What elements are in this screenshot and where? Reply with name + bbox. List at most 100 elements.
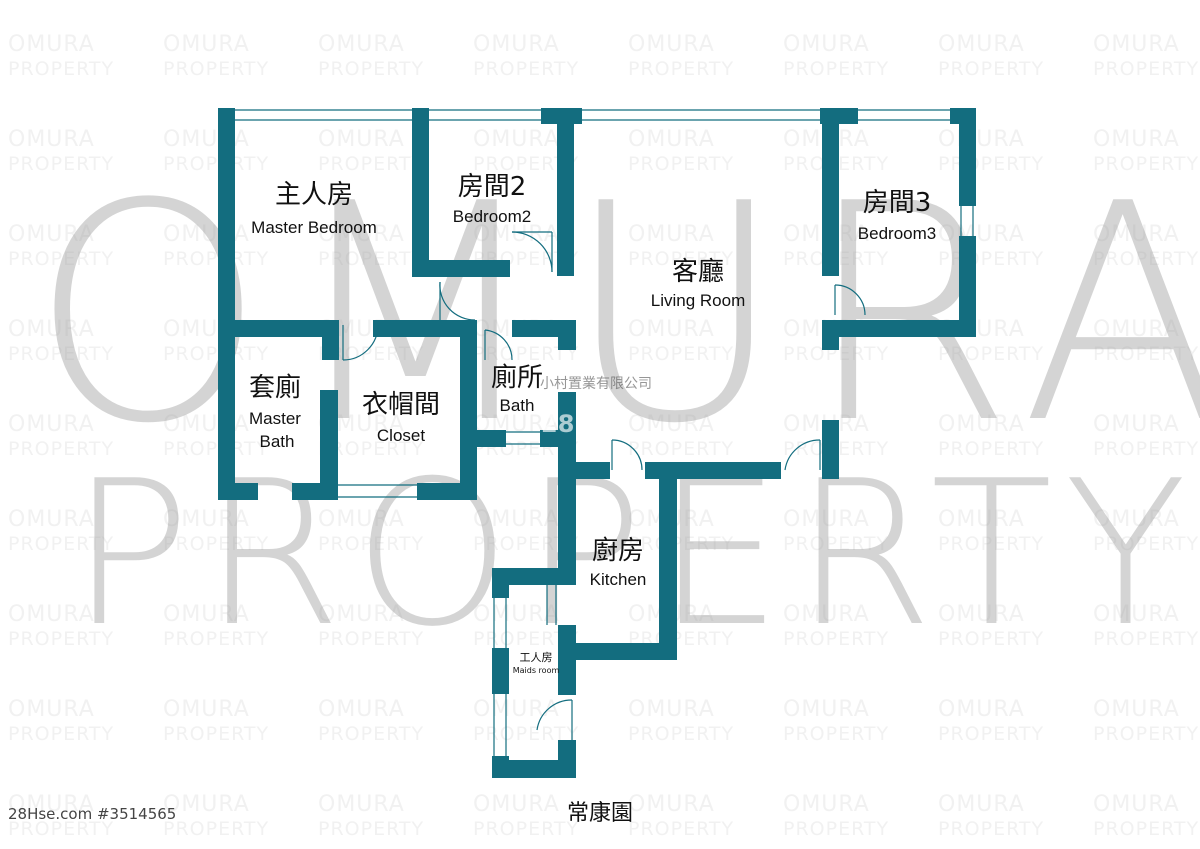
wall-kitchen-right (659, 462, 677, 657)
master-bath-zh: 套廁 (248, 373, 302, 403)
wall-bedroom2-right (557, 108, 574, 276)
wall-bath-bottom (460, 430, 506, 447)
wall-bottom-left (218, 483, 258, 500)
estate-name: 常康園 (566, 801, 634, 826)
maids-room-zh: 工人房 (519, 651, 553, 664)
wall-kitchen-top-right (645, 462, 781, 479)
bedroom3-en: Bedroom3 (857, 224, 937, 243)
wall-kitchen-bottom (558, 643, 677, 660)
wall-bottom-mid (292, 483, 338, 500)
wall-kitchen-left (558, 462, 576, 570)
wall-right-lower (959, 236, 976, 337)
wall-maids-left-top (492, 568, 509, 598)
badge-number: 28 (541, 410, 575, 438)
company-watermark: 小村置業有限公司 (540, 376, 652, 392)
closet-en: Closet (376, 426, 426, 445)
bath-zh: 廁所 (490, 363, 544, 393)
wall-maids-left-mid (492, 648, 509, 694)
kitchen-en: Kitchen (589, 570, 647, 589)
wall-bath-right-upper (558, 320, 576, 350)
wall-maids-right-bottom (558, 740, 576, 778)
wall-maids-right (558, 625, 576, 695)
wall-maids-bottom (492, 760, 576, 778)
wall-left (218, 108, 235, 500)
master-bedroom-zh: 主人房 (274, 180, 354, 210)
wall-masterbath-jamb (322, 320, 339, 360)
kitchen-zh: 廚房 (591, 536, 645, 566)
master-bath-en-line1: Master (249, 409, 301, 428)
listing-id: 28Hse.com #3514565 (8, 805, 177, 823)
wall-closet-right (460, 320, 477, 500)
living-room-en: Living Room (650, 291, 746, 310)
wall-bedroom3-left (822, 108, 839, 276)
living-room-zh: 客廳 (671, 257, 725, 287)
wall-bedroom3-bottom (822, 320, 976, 337)
wall-bath-right-lower (558, 392, 576, 482)
master-bedroom-en: Master Bedroom (251, 218, 377, 237)
wall-master-divider (218, 320, 338, 337)
wall-right-upper (959, 108, 976, 206)
wall-bedroom3-jamb (822, 320, 839, 350)
bedroom2-zh: 房間2 (457, 172, 527, 202)
wall-maids-top (492, 568, 576, 585)
wall-bedroom2-bottom (412, 260, 510, 277)
closet-zh: 衣帽間 (361, 390, 441, 420)
master-bath-en-line2: Bath (259, 432, 295, 451)
wall-living-right-lower (822, 420, 839, 479)
wall-closet-top (373, 320, 477, 337)
bath-en: Bath (499, 396, 535, 415)
wall-bedroom2-left (412, 108, 429, 276)
bedroom3-zh: 房間3 (862, 188, 932, 218)
